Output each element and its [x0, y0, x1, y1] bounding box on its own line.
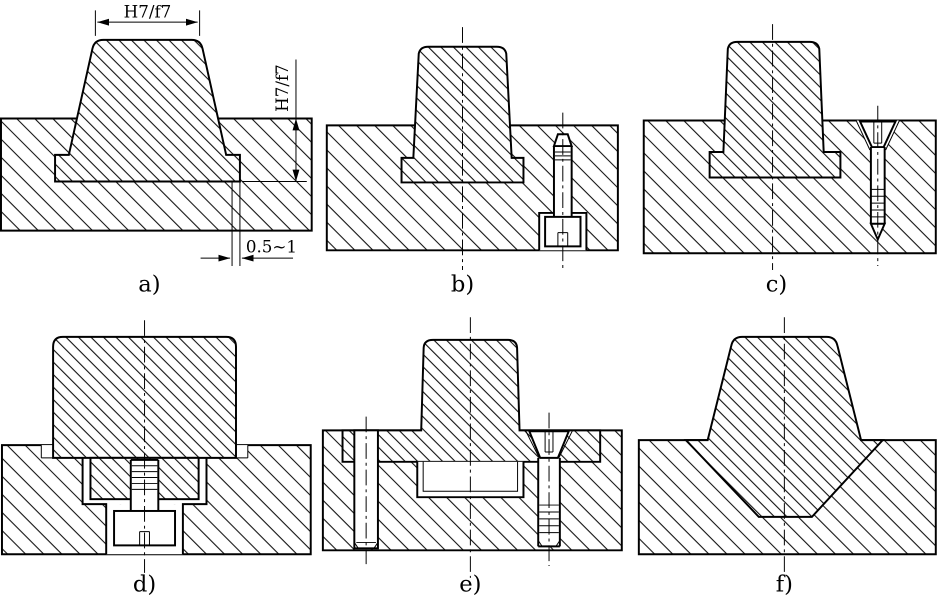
countersunk-screw: [524, 412, 573, 567]
screw-slot: [139, 531, 150, 546]
panel-a: H7/f7 H7/f7 0.5~1 a): [0, 0, 315, 300]
panel-a-diagram: H7/f7 H7/f7 0.5~1 a): [0, 1, 313, 298]
panel-e-diagram: e): [321, 317, 623, 598]
panel-b-diagram: b): [325, 27, 619, 298]
panel-d: d): [0, 300, 315, 600]
panel-label: c): [766, 272, 787, 298]
panel-c: c): [629, 0, 944, 300]
panel-label: e): [459, 572, 481, 598]
panel-f-diagram: f): [638, 317, 938, 598]
panel-label: b): [451, 272, 474, 298]
dimension-side-fit: H7/f7: [241, 59, 307, 182]
screw: [537, 112, 588, 270]
panel-b: b): [315, 0, 630, 300]
top-fit-label: H7/f7: [124, 1, 172, 21]
shoulder-gap-label: 0.5~1: [246, 236, 297, 256]
punch: [708, 40, 842, 179]
panel-label: d): [133, 572, 156, 598]
dimension-shoulder-gap: 0.5~1: [200, 182, 297, 267]
panel-e: e): [315, 300, 630, 600]
panel-label: a): [138, 272, 160, 298]
side-fit-label: H7/f7: [272, 64, 292, 112]
panel-f: f): [629, 300, 944, 600]
panel-c-diagram: c): [643, 24, 938, 298]
dowel-pin: [353, 416, 379, 565]
countersunk-screw: [856, 105, 901, 267]
dimension-top-fit: H7/f7: [94, 1, 201, 36]
punch: [54, 38, 241, 183]
panel-label: f): [776, 572, 793, 598]
panel-d-diagram: d): [0, 320, 312, 598]
